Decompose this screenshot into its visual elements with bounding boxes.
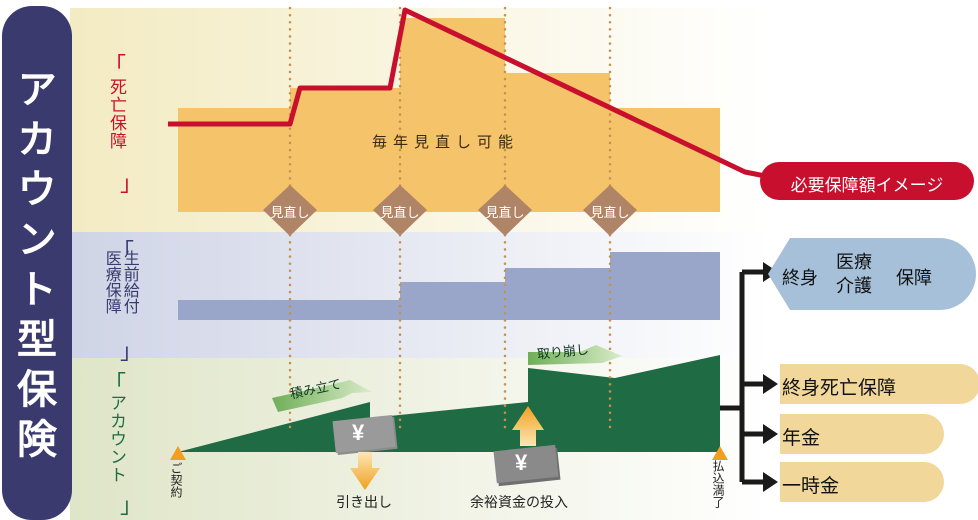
death-step-3	[505, 73, 610, 108]
care-text: 介護	[836, 276, 872, 296]
withdraw-capital-arrow-shape	[528, 345, 622, 365]
review-label-2: 見直し	[380, 205, 420, 220]
surplus-yen-card	[493, 444, 561, 487]
bracket-top: 「	[104, 371, 127, 396]
bracket-top: 「	[112, 239, 135, 264]
account-label-text: アカウント	[107, 394, 126, 484]
lifetime-death-label: 終身死亡保障	[782, 378, 897, 399]
bracket-top: 「	[104, 53, 127, 78]
death-step-1	[290, 88, 400, 108]
outcome-branch-arrows	[720, 269, 766, 485]
medical-coverage-area	[178, 252, 720, 320]
account-area	[178, 355, 720, 452]
medical-coverage-text: 医療保障	[102, 250, 120, 314]
lump-sum-pill	[780, 462, 944, 502]
bracket-bottom: 」	[120, 171, 143, 196]
account-section-label: 「 アカウント 」	[98, 366, 150, 518]
lifetime-care-label: 終身 医療 介護 保障	[780, 246, 960, 306]
withdraw-down-arrow	[350, 452, 380, 490]
yen-icon: ¥	[352, 420, 365, 445]
yen-icon: ¥	[515, 450, 528, 475]
required-coverage-pill	[760, 162, 974, 200]
paid-up-label: 払込満了	[711, 460, 725, 508]
death-label-text: 死亡保障	[107, 78, 126, 150]
main-label-panel	[2, 6, 72, 520]
lifetime-death-pill	[780, 364, 978, 404]
lifetime-care-pill	[768, 238, 976, 310]
withdraw-label: 引き出し	[336, 494, 392, 510]
withdraw-yen-card	[332, 414, 398, 456]
bracket-bottom: 」	[120, 493, 143, 518]
main-title: アカウント型保険	[11, 68, 55, 468]
death-section-label: 「 死亡保障 」	[98, 48, 150, 198]
bracket-bottom: 」	[120, 339, 143, 364]
required-coverage-label: 必要保障額イメージ	[790, 176, 944, 195]
review-label-4: 見直し	[590, 205, 630, 220]
medical-text: 医療	[836, 252, 872, 272]
review-diamond-markers	[263, 185, 637, 236]
lifetime-care-suffix: 保障	[896, 268, 932, 288]
annual-review-label: 毎年見直し可能	[372, 134, 520, 151]
review-dotted-lines	[288, 6, 612, 432]
paid-up-triangle	[712, 446, 728, 460]
medical-section-label: 「 生前給付 医療保障 」	[98, 234, 150, 364]
pension-pill	[780, 414, 944, 454]
contract-start-triangle	[170, 446, 186, 460]
living-benefit-text: 生前給付	[120, 250, 138, 314]
lump-sum-label: 一時金	[782, 476, 840, 497]
review-label-3: 見直し	[485, 205, 525, 220]
lifetime-care-prefix: 終身	[782, 268, 818, 288]
review-label-1: 見直し	[270, 205, 310, 220]
pension-label: 年金	[782, 428, 821, 449]
contract-label: ご契約	[169, 462, 183, 498]
surplus-investment-label: 余裕資金の投入	[470, 494, 568, 510]
surplus-up-arrow	[512, 406, 544, 446]
accumulate-arrow-shape	[272, 380, 372, 412]
required-coverage-line	[168, 7, 776, 181]
